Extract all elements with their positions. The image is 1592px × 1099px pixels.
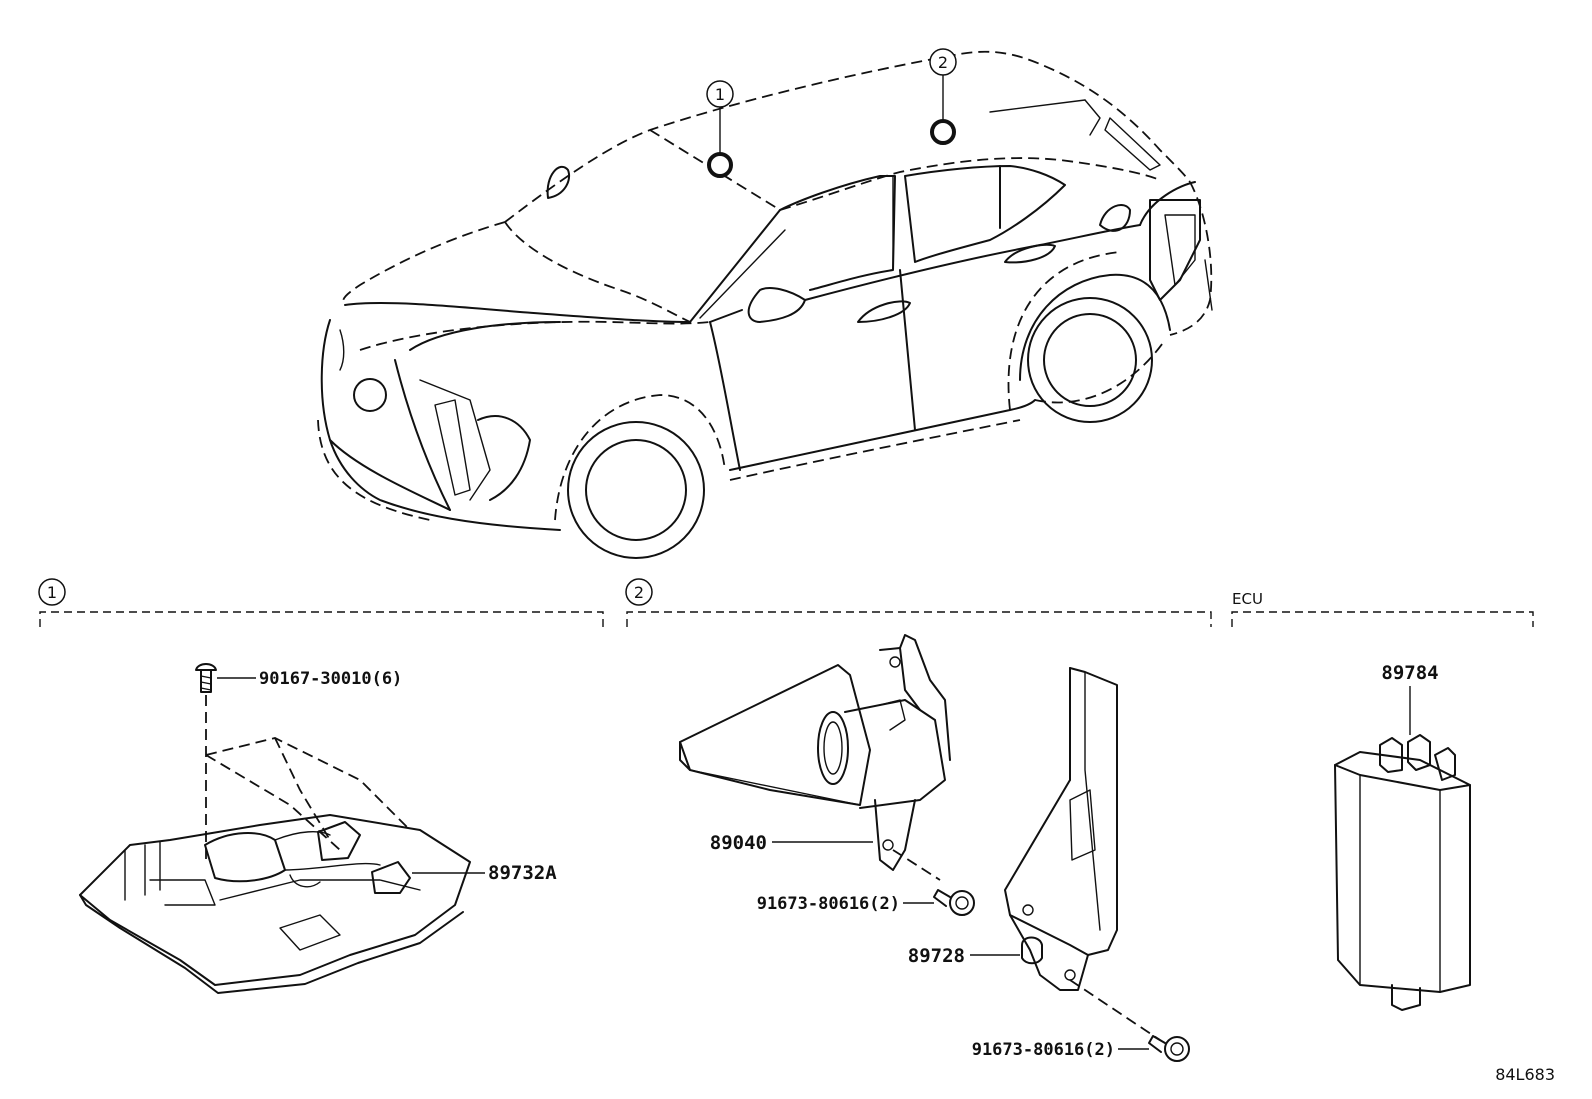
part-number-label: 91673-80616(2) bbox=[972, 1040, 1115, 1060]
section-label: ECU bbox=[1232, 590, 1263, 608]
section-marker: 2 bbox=[634, 583, 644, 602]
vehicle-illustration bbox=[317, 50, 1213, 559]
location-marker bbox=[930, 119, 956, 145]
part-console-89732a: 89732A bbox=[79, 737, 557, 994]
part-bolt-91673-b: 91673-80616(2) bbox=[972, 1035, 1190, 1062]
callout-location-1: 1 bbox=[706, 80, 734, 178]
part-number-label: 89728 bbox=[908, 945, 965, 967]
part-number-label: 89040 bbox=[710, 832, 767, 854]
callout-number: 2 bbox=[938, 53, 948, 72]
callout-location-2: 2 bbox=[929, 48, 957, 145]
part-sensor-89040: 89040 bbox=[679, 634, 951, 881]
location-marker bbox=[707, 152, 733, 178]
part-bolt-91673-a: 91673-80616(2) bbox=[757, 889, 975, 916]
part-number-label: 89732A bbox=[488, 862, 557, 884]
section-2-header: 2 bbox=[625, 578, 1212, 627]
part-number-label: 90167-30010(6) bbox=[259, 669, 402, 689]
part-bracket-89728: 89728 bbox=[908, 667, 1161, 1041]
section-1-header: 1 bbox=[38, 578, 604, 627]
part-ecu-89784: 89784 bbox=[1334, 662, 1471, 1011]
callout-number: 1 bbox=[715, 85, 725, 104]
diagram-ref-code: 84L683 bbox=[1495, 1065, 1555, 1084]
part-number-label: 91673-80616(2) bbox=[757, 894, 900, 914]
section-marker: 1 bbox=[47, 583, 57, 602]
part-number-label: 89784 bbox=[1381, 662, 1438, 684]
section-ecu-header: ECU bbox=[1231, 590, 1534, 627]
part-screw-90167: 90167-30010(6) bbox=[195, 663, 402, 860]
